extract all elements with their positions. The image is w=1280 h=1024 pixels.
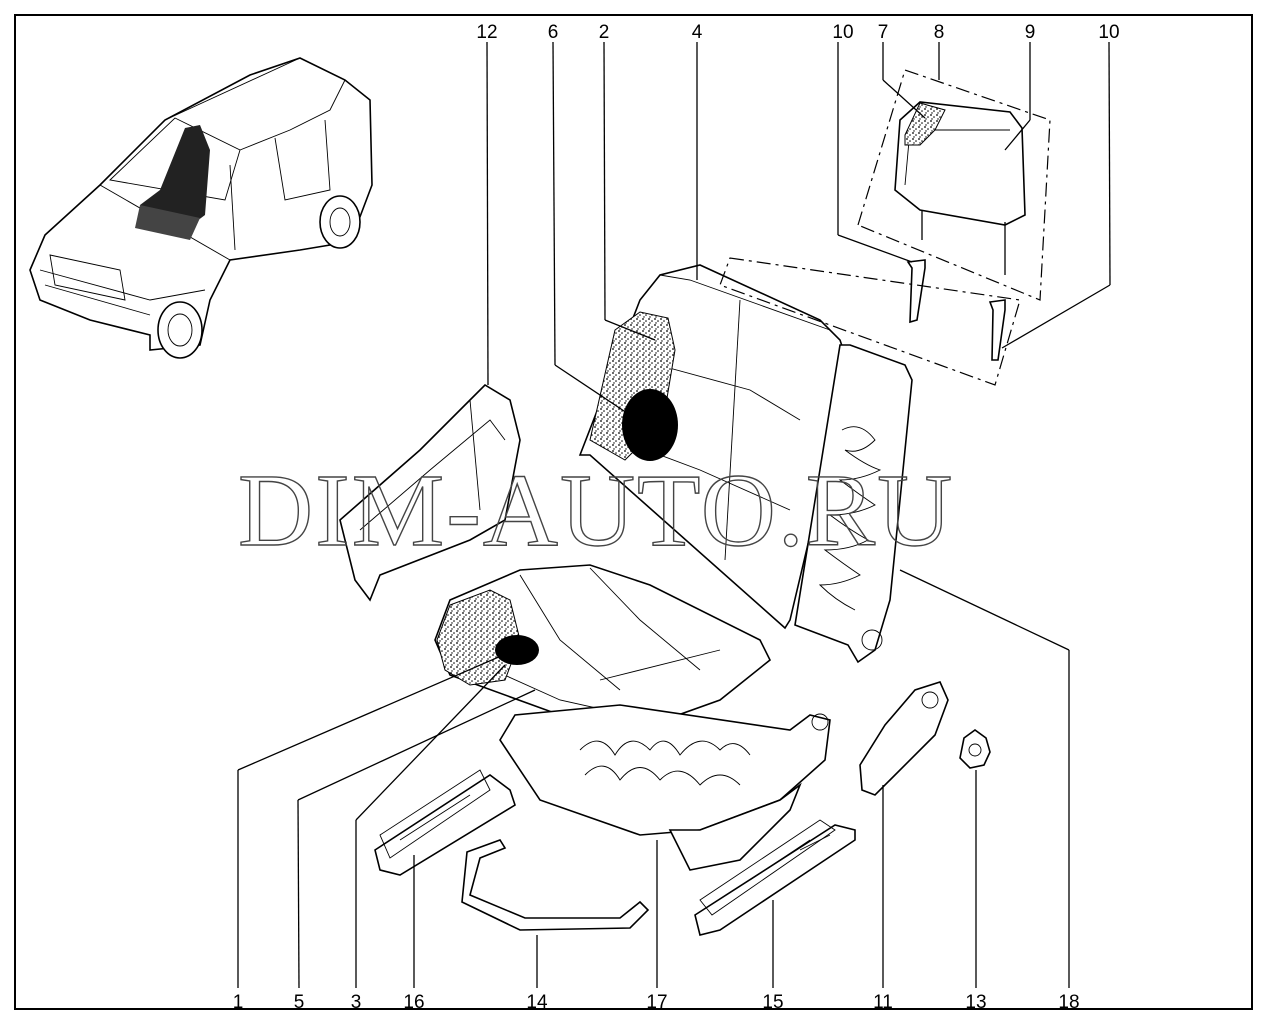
callout-3: 3: [351, 992, 362, 1013]
vehicle-thumbnail: [29, 57, 373, 359]
headrest-guide-right: [988, 299, 1006, 361]
seat-back-frame: [794, 344, 913, 664]
guide-group-outline: [719, 257, 1021, 386]
callout-16: 16: [403, 992, 424, 1013]
headrest-cover-texture: [904, 102, 946, 146]
watermark: DIM-AUTO.RU: [238, 453, 954, 568]
callout-18: 18: [1058, 992, 1079, 1013]
callout-17: 17: [646, 992, 667, 1013]
callouts-bottom: 1 5 3 16 14 17 15 11 13 18: [233, 992, 1080, 1013]
callout-12: 12: [476, 22, 497, 43]
callout-6: 6: [548, 22, 559, 43]
callouts-top: 12 6 2 4 10 7 8 9 10: [476, 22, 1119, 43]
callout-13: 13: [965, 992, 986, 1013]
callout-14: 14: [526, 992, 548, 1013]
callout-1: 1: [233, 992, 244, 1013]
diagram-frame: [14, 14, 1253, 1010]
headrest-group-outline: [857, 69, 1051, 301]
seat-cushion-frame: [499, 704, 831, 871]
callout-8: 8: [934, 22, 945, 43]
seat-rail-left: [374, 769, 516, 876]
side-trim-panel: [339, 383, 521, 602]
seat-cushion: [434, 564, 772, 726]
callout-15: 15: [762, 992, 783, 1013]
seat-cushion-heater-pad: [495, 635, 539, 665]
seat-adjust-handle: [461, 839, 650, 931]
callout-9: 9: [1025, 22, 1036, 43]
headrest-guide-left: [906, 259, 926, 324]
seat-rail-right: [694, 819, 856, 936]
callout-10-left: 10: [832, 22, 853, 43]
recliner-bracket: [859, 681, 949, 796]
callout-5: 5: [294, 992, 305, 1013]
recliner-knob: [959, 729, 991, 769]
callout-4: 4: [692, 22, 703, 43]
seat-back-heater-pad: [622, 389, 678, 461]
callout-10-right: 10: [1098, 22, 1119, 43]
callout-7: 7: [878, 22, 889, 43]
leader-lines: [237, 41, 1111, 989]
callout-2: 2: [599, 22, 610, 43]
callout-11: 11: [873, 992, 893, 1013]
